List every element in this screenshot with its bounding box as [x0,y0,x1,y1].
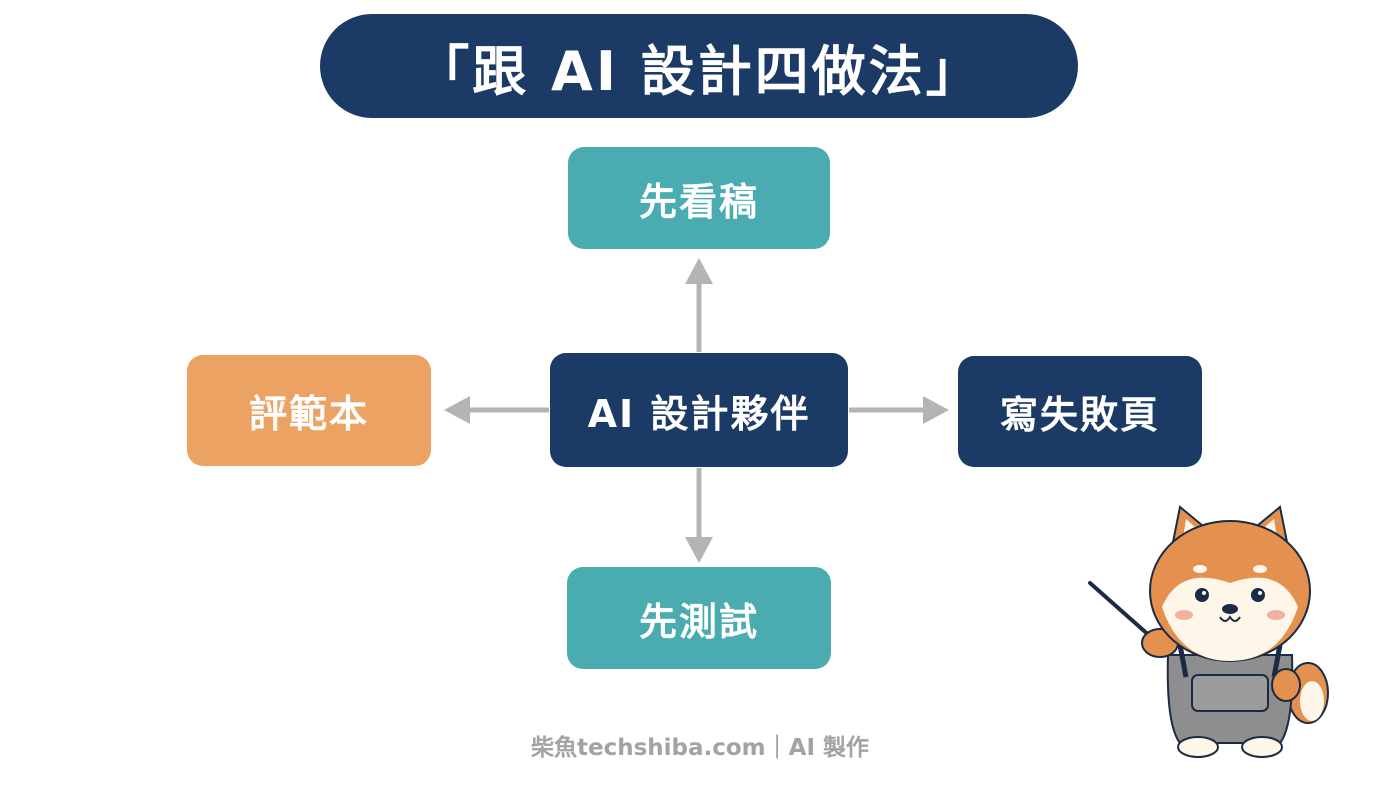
footer-credit: 柴魚techshiba.com｜AI 製作 [0,728,1400,762]
node-look-at-draft: 先看稿 [568,147,830,249]
node-bottom-label: 先測試 [638,599,759,644]
node-write-failure-page: 寫失敗頁 [958,356,1202,467]
arrow-down-head [685,537,713,563]
arrow-right-head [923,396,949,424]
footer-text: 柴魚techshiba.com｜AI 製作 [530,735,870,761]
node-test-first: 先測試 [567,567,831,669]
node-center-label: AI 設計夥伴 [587,391,811,436]
arrow-up-head [685,258,713,284]
node-left-label: 評範本 [248,392,369,436]
node-ai-design-partner: AI 設計夥伴 [550,353,848,467]
title-text: 「跟 AI 設計四做法」 [415,39,983,103]
shiba-teacher-with-pointer-icon [1088,505,1329,758]
node-top-label: 先看稿 [638,179,759,224]
title-banner: 「跟 AI 設計四做法」 [320,14,1078,118]
node-right-label: 寫失敗頁 [999,393,1160,437]
arrow-left-head [444,396,470,424]
node-review-template: 評範本 [187,355,431,466]
